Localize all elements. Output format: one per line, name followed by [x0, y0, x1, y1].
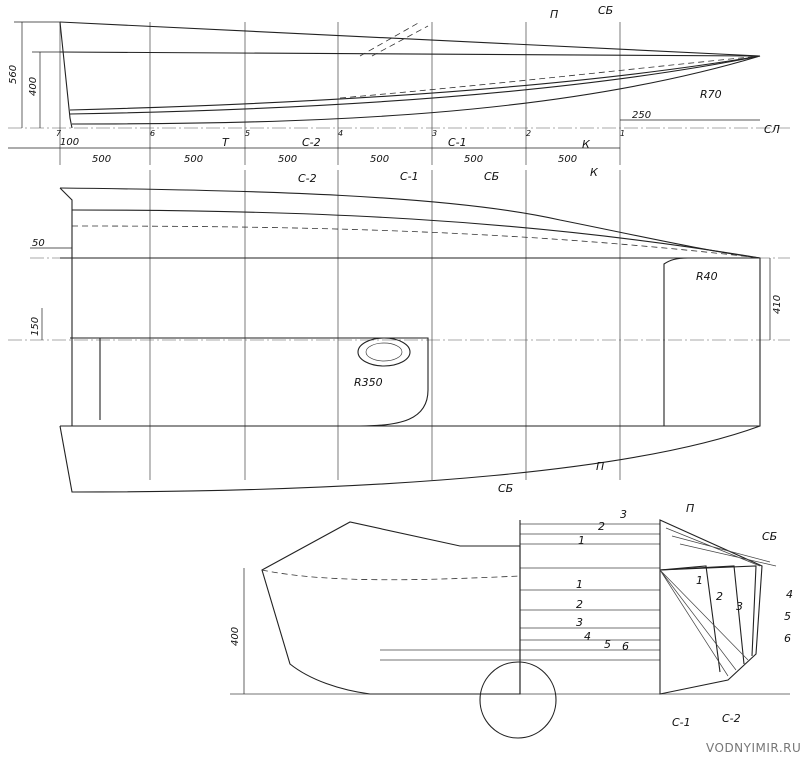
- label-c1: С-1: [448, 136, 467, 149]
- wl-lower-1: 1: [576, 578, 583, 591]
- plan-label-k: К: [590, 166, 599, 179]
- side-view: 560 400 100 250 7 6 5 4 3 2 1 500 500 50…: [8, 4, 790, 165]
- dim-400: 400: [28, 77, 39, 96]
- plan-label-r350: R350: [354, 376, 383, 389]
- windshield-dashed: [359, 21, 429, 57]
- wl-lower-4: 4: [584, 630, 591, 643]
- buttock-4: 4: [786, 588, 793, 601]
- label-c2: С-2: [302, 136, 321, 149]
- chine-line: [69, 55, 761, 111]
- plan-label-c1: С-1: [400, 170, 419, 183]
- plan-label-p: П: [596, 460, 604, 473]
- wl-lower-6: 6: [622, 640, 629, 653]
- buttock-6: 6: [784, 632, 791, 645]
- trailer-wheel: [479, 661, 557, 739]
- label-p: П: [550, 8, 558, 21]
- station-2: 2: [526, 129, 531, 138]
- station-6: 6: [150, 129, 155, 138]
- station-7: 7: [56, 129, 62, 138]
- body-sections: [659, 519, 763, 695]
- station-lines: [59, 22, 621, 165]
- dim-400-body: 400: [230, 627, 241, 646]
- station-3: 3: [432, 129, 437, 138]
- dim-100: 100: [60, 137, 79, 148]
- plan-upper-outline: [59, 187, 761, 259]
- wl-upper-1: 1: [578, 534, 585, 547]
- spacing-5: 500: [464, 154, 483, 165]
- plan-label-sb: СБ: [484, 170, 499, 183]
- watermark: VODNYIMIR.RU: [706, 741, 800, 755]
- transom-outline: [59, 21, 73, 129]
- boat-silhouette: [261, 521, 521, 695]
- dim-50: 50: [32, 238, 45, 249]
- body-label-p: П: [686, 502, 694, 515]
- plan-label-r40: R40: [696, 270, 718, 283]
- dim-250: 250: [632, 110, 651, 121]
- dim-410: 410: [772, 295, 783, 314]
- plan-label-sb-bottom: СБ: [498, 482, 513, 495]
- plan-label-c2: С-2: [298, 172, 317, 185]
- body-label-c2: С-2: [722, 712, 741, 725]
- plan-lower-outline: [59, 425, 761, 493]
- label-sb: СБ: [598, 4, 613, 17]
- label-sl: СЛ: [764, 123, 780, 136]
- deck-line: [59, 21, 761, 57]
- plan-station-lines: [149, 170, 621, 480]
- station-5: 5: [245, 129, 250, 138]
- dim-150: 150: [30, 317, 41, 336]
- wl-lower-3: 3: [576, 616, 583, 629]
- section-2: 2: [716, 590, 723, 603]
- body-label-c1: С-1: [672, 716, 691, 729]
- station-4: 4: [338, 129, 343, 138]
- buttock-5: 5: [784, 610, 791, 623]
- steering-wheel: [357, 337, 411, 367]
- spacing-4: 500: [370, 154, 389, 165]
- spacing-6: 500: [558, 154, 577, 165]
- spacing-3: 500: [278, 154, 297, 165]
- keel-line: [71, 55, 761, 125]
- label-t: Т: [222, 136, 230, 149]
- side-dimensions: [8, 21, 760, 149]
- spacing-2: 500: [184, 154, 203, 165]
- wl-lower-5: 5: [604, 638, 611, 651]
- wl-lower-2: 2: [576, 598, 583, 611]
- spacing-1: 500: [92, 154, 111, 165]
- station-1: 1: [620, 129, 625, 138]
- body-plan: 400 3 2 1 1 2 3 4 5 6 1 2 3 4 5 6 П СБ С…: [230, 502, 793, 739]
- foredeck-hatch: [663, 257, 761, 427]
- body-label-sb: СБ: [762, 530, 777, 543]
- section-1: 1: [696, 574, 703, 587]
- wl-upper-3: 3: [620, 508, 627, 521]
- wl-upper-2: 2: [598, 520, 605, 533]
- label-k: К: [582, 138, 591, 151]
- plan-view: 50 150 410 С-2 С-1 СБ К R40 R350 П СБ: [8, 166, 790, 495]
- label-r70: R70: [700, 88, 722, 101]
- section-3: 3: [736, 600, 743, 613]
- dim-560: 560: [8, 65, 19, 84]
